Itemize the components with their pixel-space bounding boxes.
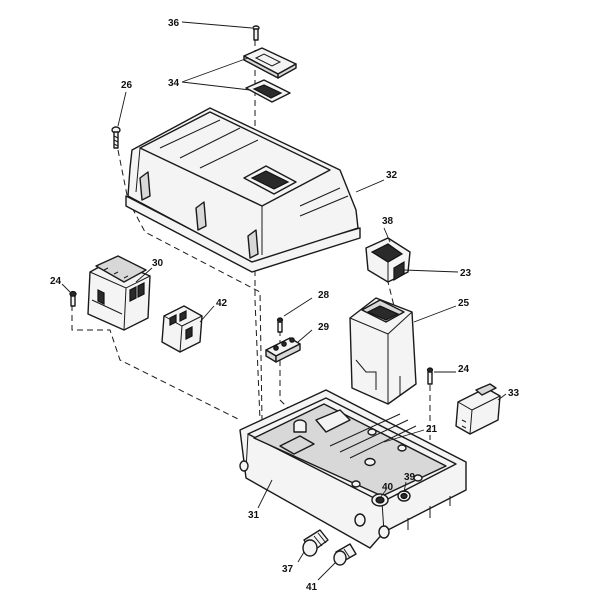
callout-29: 29 (318, 322, 330, 333)
callout-labels: 36 34 26 32 38 23 30 24 42 28 29 25 24 3… (50, 18, 520, 593)
screw-36 (252, 25, 260, 41)
callout-37: 37 (282, 564, 294, 575)
callout-31: 31 (248, 510, 260, 521)
screw-26 (111, 126, 121, 149)
callout-34: 34 (168, 78, 180, 89)
callout-25: 25 (458, 298, 470, 309)
cable-gland-41 (333, 543, 357, 566)
callout-40: 40 (382, 482, 394, 493)
callout-33: 33 (508, 388, 520, 399)
switch-housing-25 (349, 297, 417, 405)
callout-28: 28 (318, 290, 330, 301)
base-housing-31 (239, 389, 467, 549)
callout-26: 26 (121, 80, 133, 91)
connector-strip-29 (265, 337, 301, 363)
screw-24-left (69, 290, 77, 307)
callout-36: 36 (168, 18, 180, 29)
switch-38 (365, 237, 411, 283)
callout-30: 30 (152, 258, 164, 269)
terminal-block-42 (161, 305, 203, 353)
cover-plate-34 (243, 47, 297, 79)
grommet-40 (371, 493, 389, 507)
callout-24-right: 24 (458, 364, 470, 375)
callout-39: 39 (404, 472, 416, 483)
cable-gland-37 (302, 529, 329, 557)
callout-42: 42 (216, 298, 228, 309)
screw-28 (276, 317, 284, 333)
callout-23: 23 (460, 268, 472, 279)
screw-24-right (426, 367, 434, 385)
gasket-34 (245, 79, 291, 103)
callout-24-left: 24 (50, 276, 62, 287)
callout-32: 32 (386, 170, 398, 181)
callout-21: 21 (426, 424, 438, 435)
callout-38: 38 (382, 216, 394, 227)
circuit-board-33 (455, 383, 501, 435)
contactor-30 (87, 255, 151, 331)
leader-lines (61, 21, 507, 581)
callout-41: 41 (306, 582, 318, 593)
top-cover-32 (125, 107, 361, 273)
grommet-39 (397, 490, 411, 502)
